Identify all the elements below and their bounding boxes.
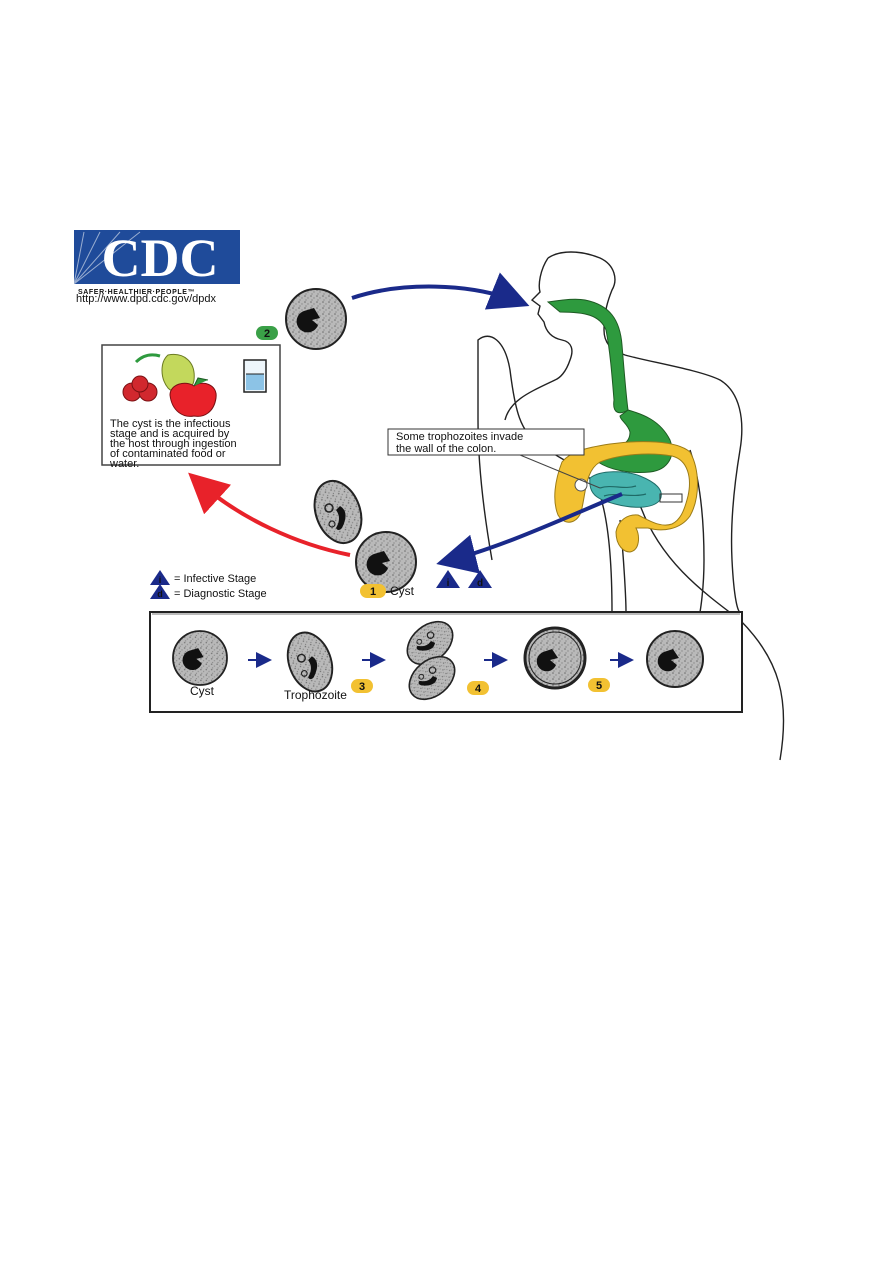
seq-troph-label: Trophozoite (284, 688, 347, 702)
raspberries-icon (122, 353, 161, 402)
legend-diagnostic: = Diagnostic Stage (174, 588, 267, 600)
cdc-url: http://www.dpd.cdc.gov/dpdx (76, 293, 217, 305)
sequence-panel: Cyst Trophozoite 3 4 5 (149, 608, 743, 713)
stage-2-badge: 2 (264, 328, 270, 340)
seq-mature-cyst (646, 630, 704, 688)
stage-1-badge: 1 (370, 586, 376, 598)
svg-text:d: d (157, 589, 163, 599)
stage-2-cyst: 2 (256, 288, 347, 350)
stage-3-badge: 3 (359, 681, 365, 693)
svg-text:d: d (477, 578, 483, 589)
stage-4-badge: 4 (475, 683, 482, 695)
arrow-ingestion (351, 272, 530, 310)
cdc-letters: CDC (102, 228, 219, 288)
seq-cyst-label: Cyst (190, 684, 215, 698)
stage-5-badge: 5 (596, 680, 602, 692)
svg-text:i: i (447, 578, 450, 589)
svg-text:the host through ingestion: the host through ingestion (110, 438, 237, 450)
cdc-tagline: SAFER·HEALTHIER·PEOPLE™ (78, 289, 195, 296)
svg-text:water.: water. (109, 458, 139, 470)
svg-text:Some trophozoites invade: Some trophozoites invade (396, 431, 523, 443)
svg-text:i: i (159, 575, 162, 585)
svg-text:stage and is acquired by: stage and is acquired by (110, 428, 230, 440)
legend: i = Infective Stage d = Diagnostic Stage (150, 570, 267, 600)
arrow-transmission (188, 472, 351, 557)
svg-text:of contaminated food or: of contaminated food or (110, 448, 226, 460)
arrow-excretion (436, 492, 623, 574)
seq-precyst: 5 (523, 626, 610, 692)
colon-invasion-callout: Some trophozoites invade the wall of the… (387, 428, 683, 503)
cdc-logo: CDC SAFER·HEALTHIER·PEOPLE™ http://www.d… (73, 228, 240, 305)
stage-1-label: Cyst (390, 584, 415, 598)
legend-infective: = Infective Stage (174, 573, 256, 585)
water-glass-icon (243, 359, 267, 393)
apple-icon (169, 377, 217, 417)
ingestion-text: The cyst is the infectious (110, 418, 231, 430)
stage-1-markers: i d (436, 570, 492, 589)
svg-text:the wall of the colon.: the wall of the colon. (396, 443, 496, 455)
seq-trophozoite: Trophozoite 3 (279, 625, 373, 702)
ingestion-box: The cyst is the infectious stage and is … (101, 344, 281, 470)
seq-cyst: Cyst (172, 630, 228, 698)
seq-dividing-trophozoites: 4 (392, 608, 489, 713)
excysting-trophozoite (305, 473, 371, 551)
stage-1-cyst: 1 Cyst (355, 531, 417, 598)
